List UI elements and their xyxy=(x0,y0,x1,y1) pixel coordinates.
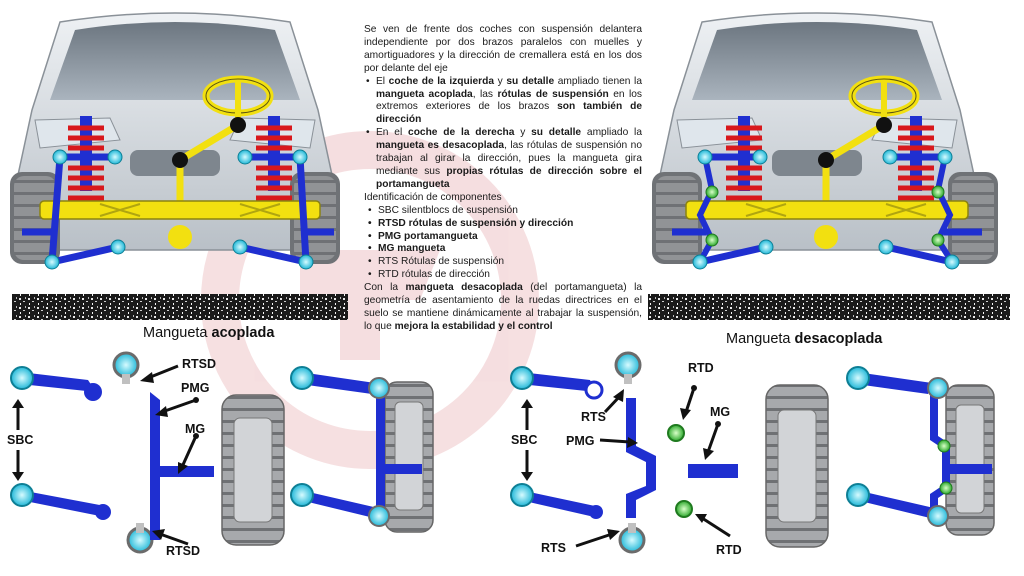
car-left-illustration xyxy=(10,12,348,320)
label-sbc-right: SBC xyxy=(511,433,538,447)
label-rts-bottom: RTS xyxy=(541,541,566,555)
label-rtd-bottom: RTD xyxy=(716,543,742,557)
component-item: RTSD rótulas de suspensión y dirección xyxy=(364,218,642,231)
label-pmg-right: PMG xyxy=(566,434,595,448)
intro-paragraph: Se ven de frente dos coches con suspensi… xyxy=(364,24,642,74)
component-item: MG mangueta xyxy=(364,243,642,256)
explanation-list: El coche de la izquierda y su detalle am… xyxy=(364,76,642,192)
label-sbc-left: SBC xyxy=(7,433,34,447)
description-text: Se ven de frente dos coches con suspensi… xyxy=(364,24,642,334)
heading-decoupled: Mangueta desacoplada xyxy=(726,331,883,347)
components-list: SBC silentblocs de suspensión RTSD rótul… xyxy=(364,205,642,282)
label-rtsd-bottom: RTSD xyxy=(166,544,201,558)
label-mg-right: MG xyxy=(710,405,731,419)
closing-paragraph: Con la mangueta desacoplada (del portama… xyxy=(364,282,642,332)
detail-decoupled-exploded xyxy=(510,351,738,554)
bullet-left-car: El coche de la izquierda y su detalle am… xyxy=(364,76,642,128)
heading-coupled: Mangueta acoplada xyxy=(143,325,275,341)
label-rts-top: RTS xyxy=(581,410,606,424)
component-item: RTS Rótulas de suspensión xyxy=(364,256,642,269)
detail-coupled-exploded xyxy=(10,351,214,554)
detail-coupled-assembled xyxy=(290,366,434,533)
components-title: Identificación de componentes xyxy=(364,191,502,203)
tire-detail-right xyxy=(765,384,829,548)
label-rtsd-top: RTSD xyxy=(182,357,217,371)
label-pmg-left: PMG xyxy=(181,381,210,395)
label-rtd-top: RTD xyxy=(688,361,714,375)
component-item: RTD rótulas de dirección xyxy=(364,269,642,282)
tire-detail-left xyxy=(221,394,285,546)
bullet-right-car: En el coche de la derecha y su detalle a… xyxy=(364,127,642,192)
car-right-illustration xyxy=(648,12,1010,320)
label-mg-left: MG xyxy=(185,422,206,436)
detail-decoupled-assembled xyxy=(846,366,995,536)
component-item: SBC silentblocs de suspensión xyxy=(364,205,642,218)
component-item: PMG portamangueta xyxy=(364,231,642,244)
